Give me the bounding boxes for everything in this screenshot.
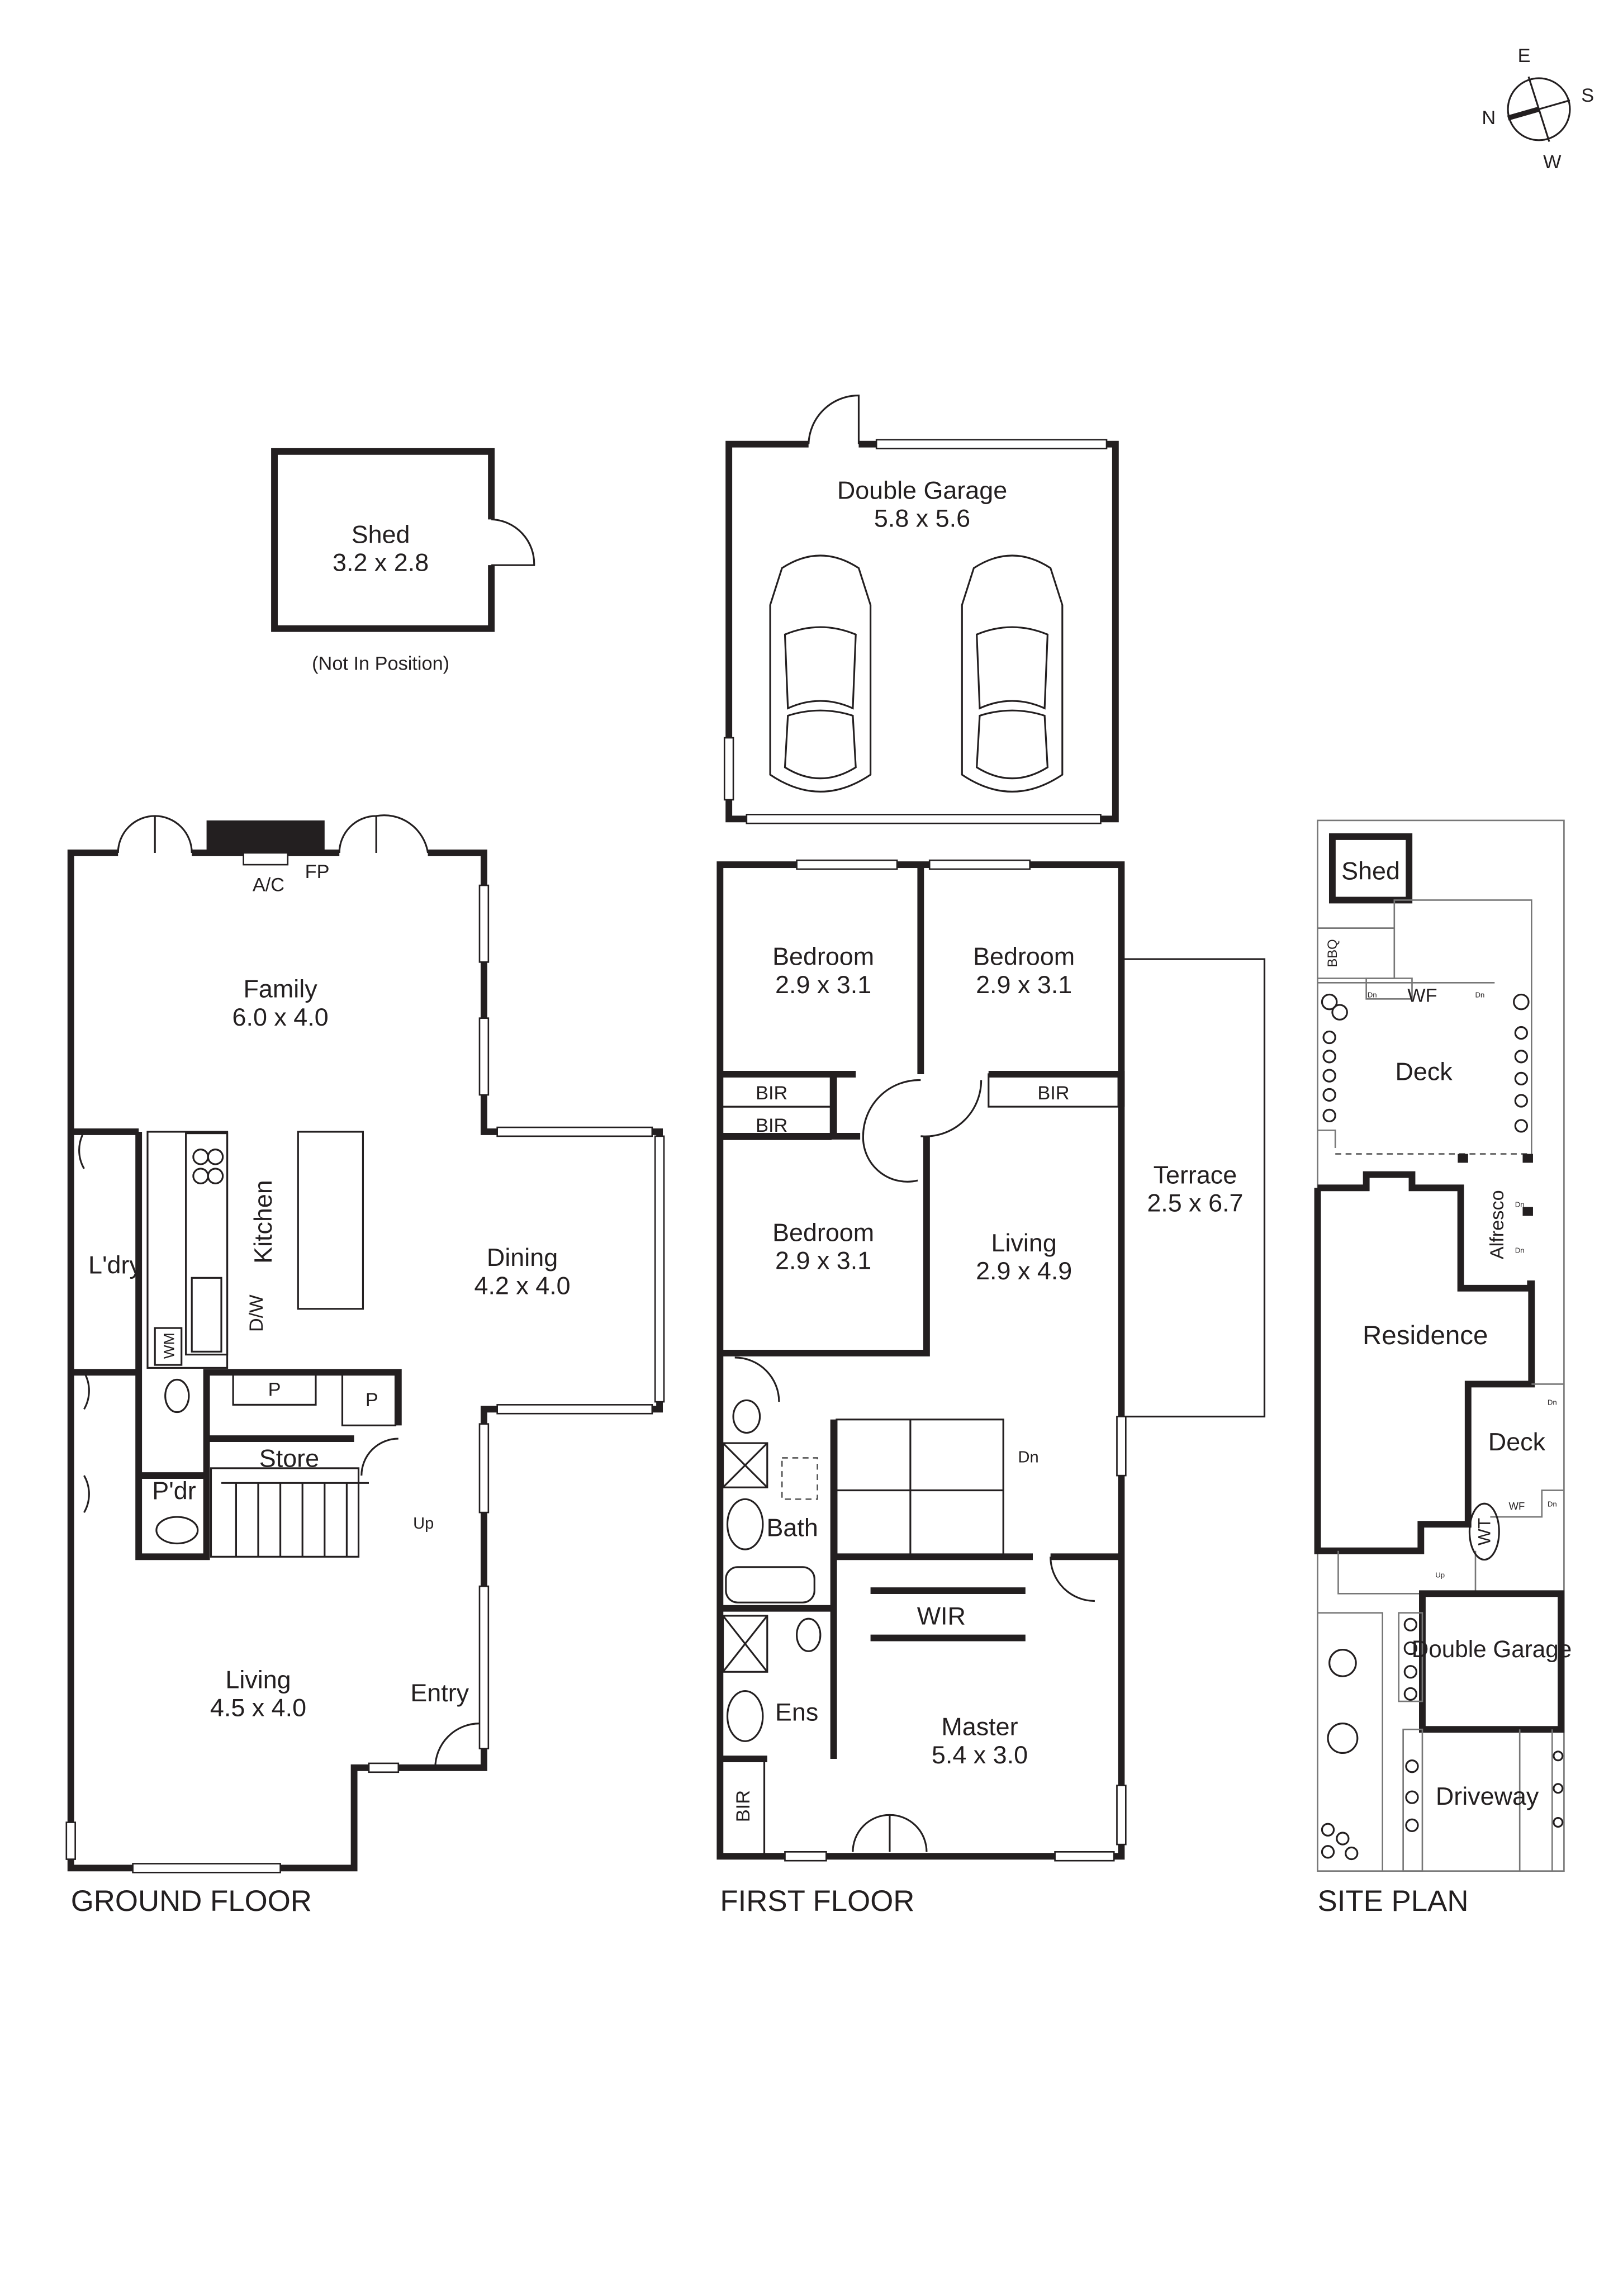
compass-w: W	[1543, 151, 1562, 173]
compass-n: N	[1482, 107, 1496, 129]
residence-label: Residence	[1363, 1321, 1488, 1350]
up-label: Up	[413, 1515, 434, 1533]
compass-icon: E S W N	[1482, 45, 1594, 173]
bedroom-name: Bedroom	[772, 1218, 874, 1246]
bedroom-size: 2.9 x 3.1	[976, 970, 1072, 999]
bedroom-size: 2.9 x 3.1	[775, 970, 871, 999]
ground-floor-plan: A/C FP Family 6.0 x 4.0 Kitchen L'dry WM…	[65, 814, 665, 1918]
first-floor-plan: Bedroom 2.9 x 3.1 Bedroom 2.9 x 3.1 Bedr…	[716, 859, 1266, 1918]
wir-label: WIR	[917, 1602, 966, 1630]
bbq-label: BBQ	[1325, 939, 1340, 967]
living-size: 2.9 x 4.9	[976, 1256, 1072, 1285]
bir-label: BIR	[733, 1790, 754, 1822]
driveway-label: Driveway	[1436, 1782, 1539, 1810]
car-icon	[961, 554, 1064, 793]
deck-label: Deck	[1488, 1427, 1546, 1456]
master-size: 5.4 x 3.0	[932, 1740, 1028, 1769]
living-size: 4.5 x 4.0	[210, 1693, 306, 1721]
double-garage: Double Garage 5.8 x 5.6	[723, 394, 1119, 824]
pantry-label: P	[366, 1389, 378, 1411]
compass-s: S	[1581, 85, 1594, 106]
first-floor-title: FIRST FLOOR	[720, 1885, 914, 1918]
terrace-size: 2.5 x 6.7	[1147, 1189, 1243, 1217]
wt-label: WT	[1474, 1518, 1494, 1545]
powder-label: P'dr	[152, 1476, 196, 1505]
shed-size: 3.2 x 2.8	[333, 548, 429, 577]
shed-name: Shed	[352, 520, 410, 549]
bir-label: BIR	[756, 1083, 787, 1104]
shed: Shed 3.2 x 2.8 (Not In Position)	[271, 448, 535, 675]
kitchen-label: Kitchen	[249, 1180, 277, 1264]
dn-label: Dn	[1548, 1398, 1557, 1406]
bedroom-size: 2.9 x 3.1	[775, 1246, 871, 1274]
dining-size: 4.2 x 4.0	[474, 1271, 570, 1299]
shed-note: (Not In Position)	[312, 653, 449, 675]
family-name: Family	[244, 975, 318, 1003]
store-label: Store	[259, 1444, 319, 1472]
dn-label: Dn	[1515, 1246, 1525, 1254]
bedroom-name: Bedroom	[772, 942, 874, 971]
alfresco-label: Alfresco	[1487, 1190, 1508, 1259]
ac-label: A/C	[253, 875, 284, 896]
dn-label: Dn	[1515, 1201, 1525, 1209]
dining-name: Dining	[487, 1243, 558, 1272]
wm-label: WM	[161, 1332, 178, 1359]
compass-e: E	[1518, 45, 1531, 67]
pantry-label: P	[268, 1379, 281, 1401]
site-shed-label: Shed	[1341, 857, 1400, 885]
master-name: Master	[941, 1712, 1018, 1741]
living-name: Living	[225, 1665, 291, 1693]
shrub-icons	[1321, 993, 1564, 1861]
garage-name: Double Garage	[837, 476, 1007, 504]
laundry-label: L'dry	[88, 1250, 142, 1279]
dn-label: Dn	[1368, 991, 1377, 999]
wf-label: WF	[1509, 1500, 1525, 1512]
dw-label: D/W	[246, 1294, 267, 1332]
bedroom-name: Bedroom	[973, 942, 1075, 971]
ens-label: Ens	[775, 1697, 818, 1726]
living-name: Living	[991, 1228, 1057, 1257]
site-garage-label: Double Garage	[1412, 1636, 1572, 1662]
dn-label: Dn	[1475, 991, 1484, 999]
site-plan-title: SITE PLAN	[1318, 1885, 1469, 1918]
terrace-name: Terrace	[1154, 1160, 1237, 1189]
up-label: Up	[1435, 1571, 1445, 1579]
dn-label: Dn	[1018, 1448, 1039, 1466]
garage-size: 5.8 x 5.6	[874, 504, 970, 533]
site-plan: Shed BBQ WF Dn Dn Deck Alfresco Dn Dn Re…	[1314, 819, 1572, 1918]
bath-label: Bath	[767, 1513, 818, 1541]
car-icon	[769, 554, 872, 793]
dn-label: Dn	[1548, 1500, 1557, 1508]
wf-label: WF	[1407, 985, 1437, 1007]
deck-label: Deck	[1395, 1057, 1453, 1086]
bir-label: BIR	[1037, 1083, 1069, 1104]
bir-label: BIR	[756, 1115, 787, 1136]
family-size: 6.0 x 4.0	[232, 1003, 329, 1031]
fp-label: FP	[305, 861, 330, 883]
ground-floor-title: GROUND FLOOR	[71, 1885, 312, 1918]
entry-label: Entry	[410, 1678, 469, 1707]
